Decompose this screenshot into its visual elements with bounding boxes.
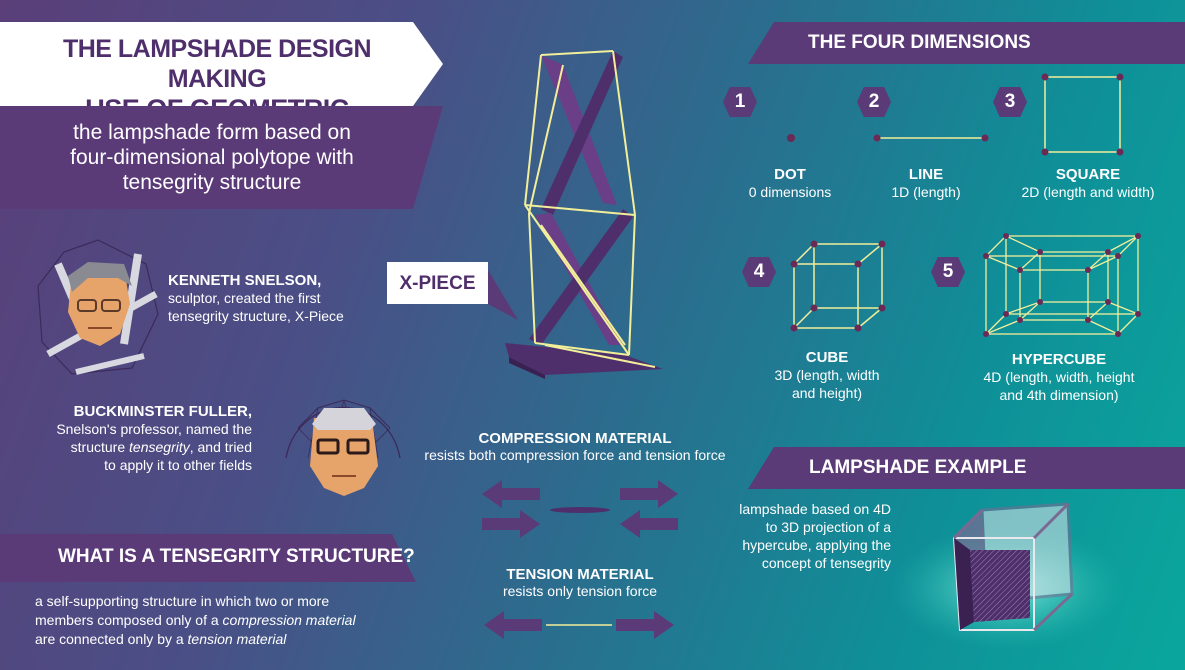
line-shape — [873, 134, 989, 142]
four-dimensions-heading: THE FOUR DIMENSIONS — [808, 32, 1031, 53]
fuller-text: BUCKMINSTER FULLER, Snelson's professor,… — [20, 403, 252, 474]
lampshade-line3: hypercube, applying the — [742, 537, 891, 553]
dim-3-name: SQUARE — [1055, 166, 1121, 183]
four-dimensions-banner — [748, 22, 1185, 64]
dim-3-desc: 2D (length and width) — [1021, 184, 1155, 200]
fuller-desc-2c: , and tried — [189, 439, 252, 455]
dim-5-desc-line1: 4D (length, width, height — [983, 369, 1135, 385]
xpiece-pointer — [488, 270, 518, 320]
lampshade-line2: to 3D projection of a — [765, 519, 891, 535]
snelson-desc-line2: tensegrity structure, X-Piece — [168, 308, 344, 324]
lampshade-line1: lampshade based on 4D — [739, 501, 891, 517]
dim-1-name: DOT — [774, 166, 806, 183]
fuller-desc-2a: structure — [70, 439, 130, 455]
snelson-name: KENNETH SNELSON, — [168, 272, 322, 289]
compression-block: COMPRESSION MATERIAL resists both compre… — [420, 430, 730, 463]
dim-3-label: SQUARE 2D (length and width) — [1008, 166, 1168, 201]
dim-4-label: CUBE 3D (length, width and height) — [760, 349, 894, 402]
compression-desc: resists both compression force and tensi… — [424, 447, 726, 463]
dim-2-name: LINE — [908, 166, 944, 183]
tensegrity-heading: WHAT IS A TENSEGRITY STRUCTURE? — [58, 546, 415, 567]
tensegrity-definition: a self-supporting structure in which two… — [35, 592, 356, 649]
dim-5-name: HYPERCUBE — [1011, 351, 1107, 368]
xpiece-label-box — [387, 262, 488, 304]
tensegrity-line3: are connected only by a tension material — [35, 630, 356, 649]
dim-1-label: DOT 0 dimensions — [730, 166, 850, 201]
dim-2-label: LINE 1D (length) — [866, 166, 986, 201]
tensegrity-line2: members composed only of a compression m… — [35, 611, 356, 630]
lampshade-line4: concept of tensegrity — [761, 555, 891, 571]
dim-4-desc-line1: 3D (length, width — [774, 367, 880, 383]
tensegrity-line3a: are connected only by a — [35, 631, 188, 647]
snelson-desc-line1: sculptor, created the first — [168, 290, 321, 306]
subtitle-line3: tensegrity structure — [122, 171, 302, 194]
tension-block: TENSION MATERIAL resists only tension fo… — [460, 566, 700, 599]
title-line1: THE LAMPSHADE DESIGN MAKING — [62, 35, 372, 93]
fuller-desc-line2: structure tensegrity, and tried — [20, 438, 252, 456]
lampshade-desc: lampshade based on 4D to 3D projection o… — [725, 500, 891, 572]
hypercube-shape — [983, 233, 1141, 337]
fuller-portrait — [285, 399, 401, 496]
dim-number-5: 5 — [931, 257, 965, 287]
subtitle-line2: four-dimensional polytope with — [70, 146, 354, 169]
dim-5-label: HYPERCUBE 4D (length, width, height and … — [966, 351, 1152, 404]
fuller-desc-2b: tensegrity — [129, 439, 190, 455]
tensegrity-line3b: tension material — [187, 631, 287, 647]
dim-number-2: 2 — [857, 87, 891, 117]
lampshade-illustration — [890, 502, 1126, 650]
compression-title: COMPRESSION MATERIAL — [478, 430, 672, 447]
tensegrity-heading-banner — [0, 534, 416, 582]
tensegrity-line1: a self-supporting structure in which two… — [35, 593, 330, 609]
dot-shape — [787, 134, 795, 142]
dim-number-4: 4 — [742, 257, 776, 287]
cube-shape — [790, 240, 886, 332]
dim-5-desc-line2: and 4th dimension) — [999, 387, 1119, 403]
tension-title: TENSION MATERIAL — [506, 566, 654, 583]
dim-4-name: CUBE — [805, 349, 849, 366]
dim-2-desc: 1D (length) — [891, 184, 961, 200]
snelson-text: KENNETH SNELSON, sculptor, created the f… — [168, 272, 344, 325]
fuller-desc-line3: to apply it to other fields — [104, 457, 252, 473]
subtitle-banner — [0, 106, 413, 209]
dim-4-desc-line2: and height) — [791, 385, 863, 401]
fuller-name: BUCKMINSTER FULLER, — [73, 403, 252, 420]
subtitle-banner-tip — [413, 106, 443, 209]
fuller-desc-line1: Snelson's professor, named the — [56, 421, 252, 437]
subtitle: the lampshade form based on four-dimensi… — [42, 120, 382, 195]
xpiece-label: X-PIECE — [399, 273, 476, 294]
dim-1-desc: 0 dimensions — [748, 184, 832, 200]
tensegrity-line2b: compression material — [222, 612, 356, 628]
lampshade-heading: LAMPSHADE EXAMPLE — [809, 457, 1027, 478]
tensegrity-line2a: members composed only of a — [35, 612, 223, 628]
title-banner — [0, 22, 443, 106]
lampshade-banner — [748, 447, 1185, 489]
snelson-portrait — [37, 239, 159, 375]
dim-number-3: 3 — [993, 87, 1027, 117]
compression-diagram — [482, 480, 678, 538]
tension-diagram — [484, 611, 674, 639]
xpiece-sculpture — [505, 50, 663, 379]
square-shape — [1041, 73, 1124, 156]
dim-number-1: 1 — [723, 87, 757, 117]
subtitle-line1: the lampshade form based on — [73, 121, 351, 144]
tension-desc: resists only tension force — [502, 583, 658, 599]
